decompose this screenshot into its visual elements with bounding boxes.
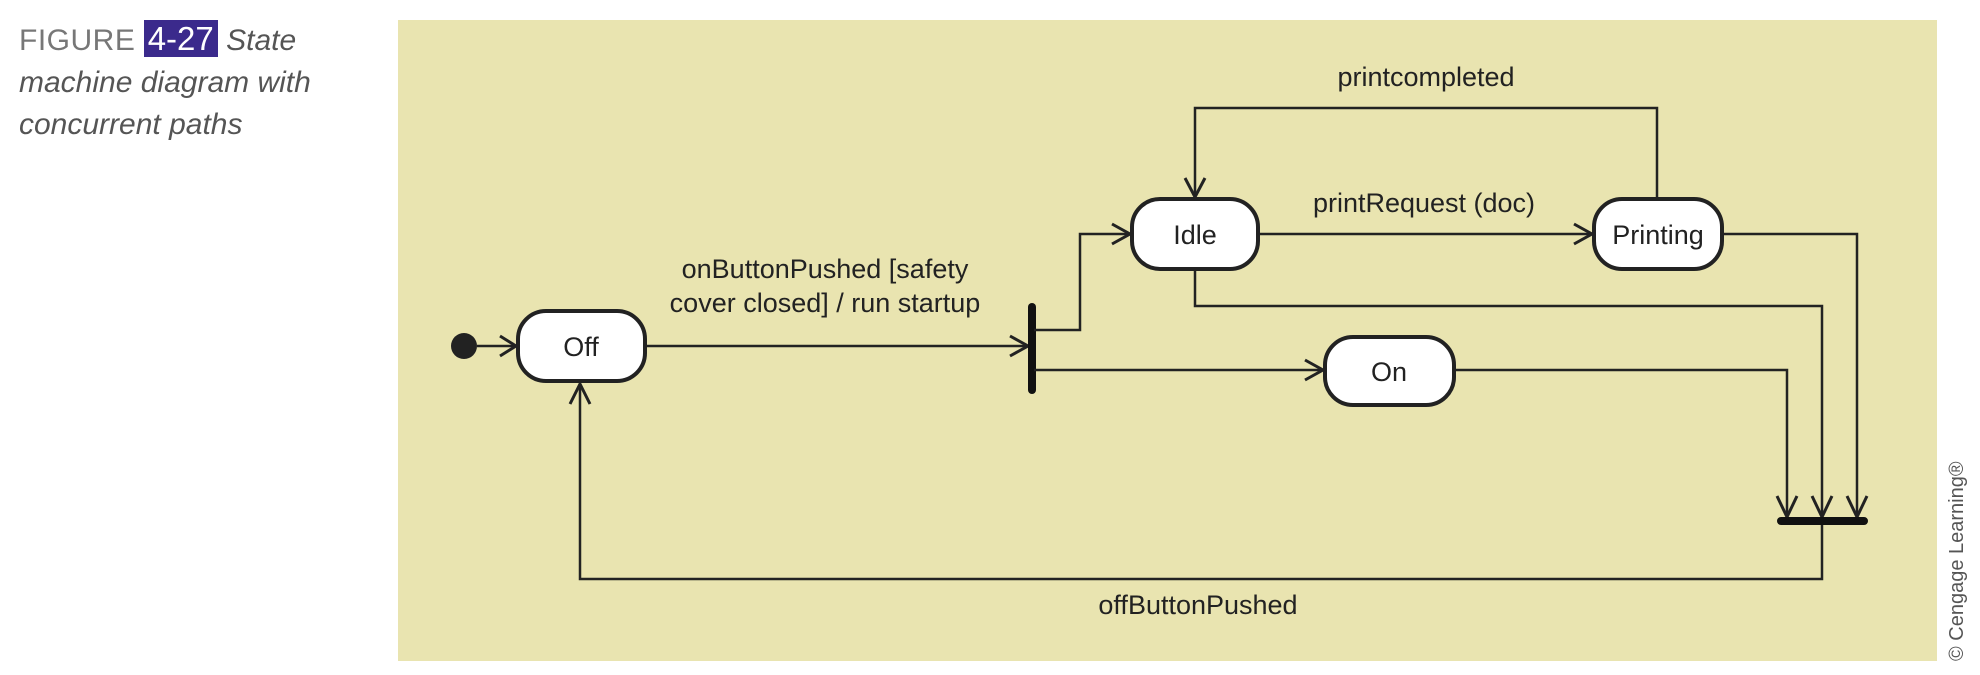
state-label-printing: Printing: [1612, 220, 1704, 250]
state-idle: Idle: [1130, 197, 1260, 271]
figure-number-badge: 4-27: [143, 20, 218, 57]
state-label-idle: Idle: [1173, 220, 1217, 250]
transition-label-print-request: printRequest (doc): [1313, 188, 1535, 218]
initial-state-dot: [451, 333, 477, 359]
state-label-off: Off: [563, 332, 599, 362]
figure-label: FIGURE: [19, 24, 136, 57]
copyright-credit: © Cengage Learning®: [1946, 461, 1968, 661]
state-label-on: On: [1371, 357, 1407, 387]
transition-label-startup-1: onButtonPushed [safety: [682, 254, 969, 284]
transition-printing-to-join: [1722, 232, 1859, 517]
state-printing: Printing: [1592, 197, 1724, 271]
state-on: On: [1323, 335, 1456, 407]
transition-idle-to-join: [1193, 269, 1824, 517]
figure-caption: FIGURE 4-27 State machine diagram with c…: [19, 18, 359, 146]
transition-label-startup-2: cover closed] / run startup: [670, 288, 981, 318]
transition-printing-to-idle: [1193, 106, 1659, 199]
transition-label-print-completed: printcompleted: [1337, 62, 1514, 92]
transition-join-to-off: [578, 384, 1824, 581]
figure-title: State machine diagram with concurrent pa…: [19, 24, 311, 141]
transition-on-to-join: [1454, 368, 1789, 517]
transition-fork-to-idle: [1034, 232, 1130, 332]
diagram-background: [398, 20, 1937, 661]
state-off: Off: [516, 309, 647, 383]
arrowhead-icon: [568, 380, 592, 405]
transition-label-off-button: offButtonPushed: [1098, 590, 1297, 620]
